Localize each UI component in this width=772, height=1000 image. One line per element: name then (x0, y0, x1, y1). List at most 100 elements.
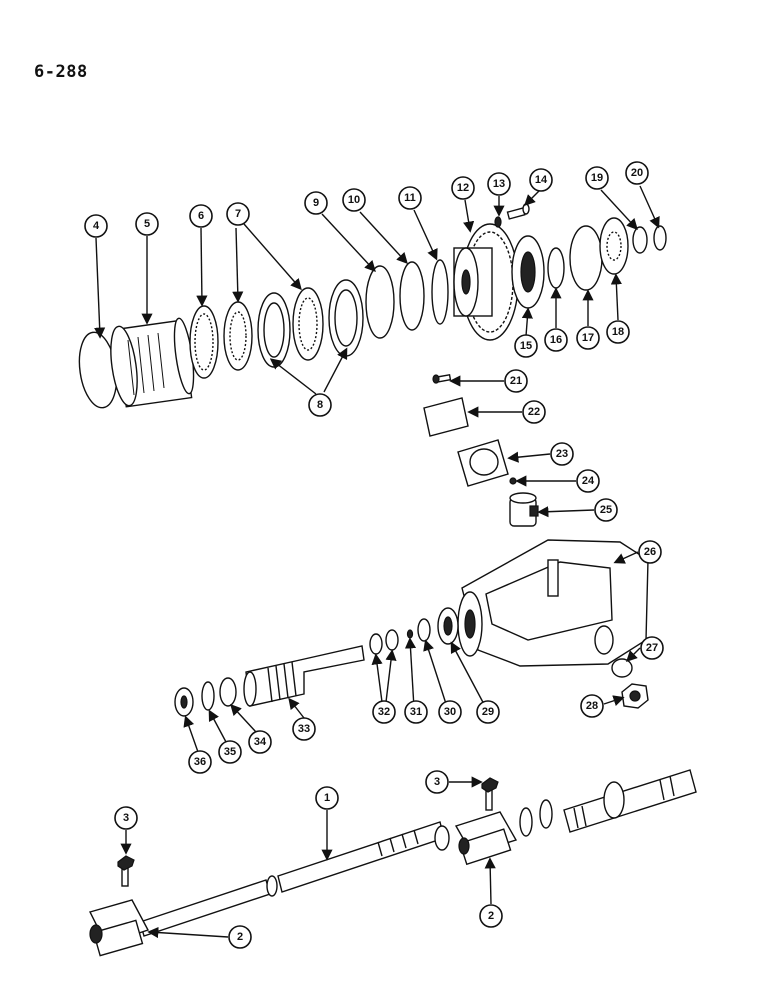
bolt-3b (481, 777, 499, 811)
callout-19: 19 (585, 166, 609, 190)
callout-30: 30 (438, 700, 462, 724)
callout-22: 22 (522, 400, 546, 424)
leader-32b (385, 649, 397, 703)
svg-text:36: 36 (194, 756, 206, 768)
leader-14 (524, 189, 541, 206)
callout-36: 36 (188, 750, 212, 774)
svg-text:26: 26 (644, 546, 656, 558)
snap-ring-lower (519, 807, 533, 837)
leader-23 (507, 451, 551, 463)
pin-14 (506, 203, 530, 220)
plug-28 (621, 683, 649, 709)
svg-text:16: 16 (550, 334, 562, 346)
pressure-plate-9 (365, 265, 395, 339)
leader-34 (230, 703, 257, 733)
callout-7: 7 (226, 202, 250, 226)
svg-text:25: 25 (600, 504, 612, 516)
callout-2b: 2 (479, 904, 503, 928)
svg-text:29: 29 (482, 706, 494, 718)
ring-31 (406, 629, 414, 639)
callout-6: 6 (189, 204, 213, 228)
callout-34: 34 (248, 730, 272, 754)
screw-21 (432, 374, 452, 384)
svg-text:7: 7 (235, 208, 241, 220)
clutch-drum-5 (110, 317, 195, 408)
svg-text:32: 32 (378, 706, 390, 718)
svg-text:28: 28 (586, 700, 598, 712)
callout-9: 9 (304, 191, 328, 215)
callout-23: 23 (550, 442, 574, 466)
leader-20 (639, 185, 660, 229)
svg-text:11: 11 (404, 192, 416, 204)
shaft-33 (243, 645, 365, 707)
svg-text:22: 22 (528, 406, 540, 418)
callout-8: 8 (308, 393, 332, 417)
svg-text:1: 1 (324, 792, 330, 804)
callout-31: 31 (404, 700, 428, 724)
svg-text:31: 31 (410, 706, 422, 718)
leader-27 (626, 647, 641, 662)
washer-36 (174, 687, 194, 717)
callout-26: 26 (638, 540, 662, 564)
svg-text:15: 15 (520, 340, 532, 352)
clutch-plate-8b (328, 279, 364, 357)
thrust-plate-18 (599, 217, 629, 275)
svg-text:19: 19 (591, 172, 603, 184)
leader-33 (288, 697, 305, 719)
svg-text:8: 8 (317, 399, 323, 411)
pressure-plate-10 (399, 261, 425, 331)
callout-14: 14 (529, 168, 553, 192)
ball-24 (509, 477, 517, 485)
snap-ring-20 (653, 225, 667, 251)
clutch-plate-7b (292, 287, 324, 361)
washer-lower-b (539, 799, 553, 829)
callout-3a: 3 (114, 806, 138, 830)
callout-18: 18 (606, 320, 630, 344)
svg-text:33: 33 (298, 723, 310, 735)
leader-30 (423, 639, 449, 711)
callout-11: 11 (398, 186, 422, 210)
washer-19 (632, 226, 648, 254)
seal-27 (611, 658, 633, 678)
leader-28 (603, 695, 625, 706)
svg-text:20: 20 (631, 167, 643, 179)
svg-text:17: 17 (582, 332, 594, 344)
callout-13: 13 (487, 172, 511, 196)
callout-28: 28 (580, 694, 604, 718)
callout-4: 4 (84, 214, 108, 238)
snap-ring-11 (431, 259, 449, 325)
leader-35 (208, 709, 227, 743)
leader-26 (613, 551, 639, 564)
callout-32: 32 (372, 700, 396, 724)
svg-text:24: 24 (582, 475, 595, 487)
gasket-23 (457, 439, 509, 487)
clutch-plate-7a (223, 301, 253, 371)
leader-25 (537, 506, 595, 518)
leader-10 (359, 211, 408, 265)
leader-11 (413, 209, 438, 261)
page-number: 6-288 (34, 62, 88, 82)
coupling-2a (88, 899, 150, 957)
callout-17: 17 (576, 326, 600, 350)
callout-1: 1 (315, 786, 339, 810)
leader-15 (521, 307, 533, 337)
drive-shaft-1 (139, 821, 445, 937)
snap-ring-32a (385, 629, 399, 651)
leader-18 (610, 273, 622, 321)
leader-8a (269, 358, 317, 395)
bearing-15 (511, 235, 545, 309)
leader-2b (484, 857, 496, 905)
svg-text:10: 10 (348, 194, 360, 206)
svg-text:12: 12 (457, 182, 469, 194)
svg-text:30: 30 (444, 706, 456, 718)
cover-plate-22 (423, 397, 469, 437)
svg-text:5: 5 (144, 218, 150, 230)
svg-text:23: 23 (556, 448, 568, 460)
svg-text:13: 13 (493, 178, 505, 190)
clutch-plate-8a (257, 292, 291, 368)
svg-text:14: 14 (535, 174, 548, 186)
leader-29 (450, 641, 487, 709)
callout-2a: 2 (228, 925, 252, 949)
callout-29: 29 (476, 700, 500, 724)
callout-12: 12 (451, 176, 475, 200)
